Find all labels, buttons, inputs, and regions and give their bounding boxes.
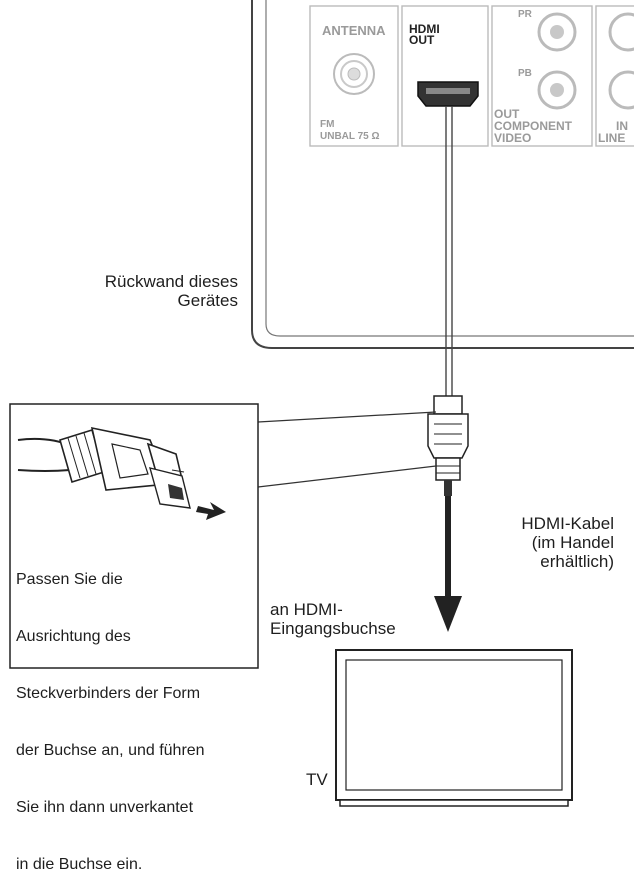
component-video-section: PR PB OUT COMPONENT VIDEO (491, 5, 593, 147)
callout-text-line: Steckverbinders der Form (16, 685, 201, 702)
pr-jack (537, 12, 577, 52)
hdmi-out-section: HDMI OUT (401, 5, 489, 147)
cable-label-line1: HDMI-Kabel (521, 514, 614, 533)
hdmi-plug (427, 395, 469, 496)
antenna-title: ANTENNA (322, 23, 386, 38)
pb-label: PB (518, 68, 532, 79)
antenna-section: ANTENNA FM UNBAL 75 Ω (309, 5, 399, 147)
callout-connector-top (257, 411, 437, 423)
callout-text-line: der Buchse an, und führen (16, 742, 205, 759)
down-arrow-icon (434, 596, 462, 632)
insert-direction-arrow-icon (196, 502, 226, 520)
device-rear-panel-outline (251, 0, 634, 349)
hdmi-input-label-line2: Eingangsbuchse (270, 619, 396, 638)
hdmi-input-label: an HDMI-Eingangsbuchse (270, 600, 396, 638)
rear-panel-label-line1: Rückwand dieses (104, 272, 238, 291)
antenna-fm-label: FM (320, 119, 334, 130)
hdmi-out-label-line1: HDMI (409, 22, 440, 36)
tv-illustration (335, 649, 573, 807)
callout-text-line: Ausrichtung des (16, 628, 131, 645)
antenna-jack (333, 53, 375, 95)
line-in-label: IN (616, 119, 628, 133)
component-video-label: VIDEO (494, 131, 531, 145)
rear-panel-label-line2: Gerätes (177, 291, 238, 310)
pr-label: PR (518, 9, 533, 20)
plug-closeup-illustration (17, 426, 226, 520)
line-jack-bottom (608, 70, 634, 110)
hdmi-connection-diagram: ANTENNA FM UNBAL 75 Ω HDMI OUT PR PB OUT… (9, 0, 634, 807)
callout-text: Passen Sie die Ausrichtung des Steckverb… (16, 532, 205, 893)
callout-text-line: Passen Sie die (16, 571, 123, 588)
device-rear-panel-inner-edge (265, 0, 634, 337)
hdmi-input-label-line1: an HDMI- (270, 600, 343, 619)
line-input-section: IN LINE (595, 5, 634, 147)
pb-jack (537, 70, 577, 110)
cable-label-line3: erhältlich) (540, 552, 614, 571)
component-out-label: OUT (494, 107, 520, 121)
callout-connector-bottom (257, 465, 437, 488)
antenna-unbal-label: UNBAL 75 Ω (320, 131, 380, 142)
tv-label: TV (306, 770, 328, 789)
cable-label-line2: (im Handel (531, 533, 614, 552)
component-label: COMPONENT (494, 119, 573, 133)
hdmi-out-label-line2: OUT (409, 33, 435, 47)
line-label: LINE (598, 131, 625, 145)
line-jack-top (608, 12, 634, 52)
callout-text-line: in die Buchse ein. (16, 856, 143, 873)
callout-text-line: Sie ihn dann unverkantet (16, 799, 194, 816)
hdmi-cable-wire (445, 106, 453, 396)
